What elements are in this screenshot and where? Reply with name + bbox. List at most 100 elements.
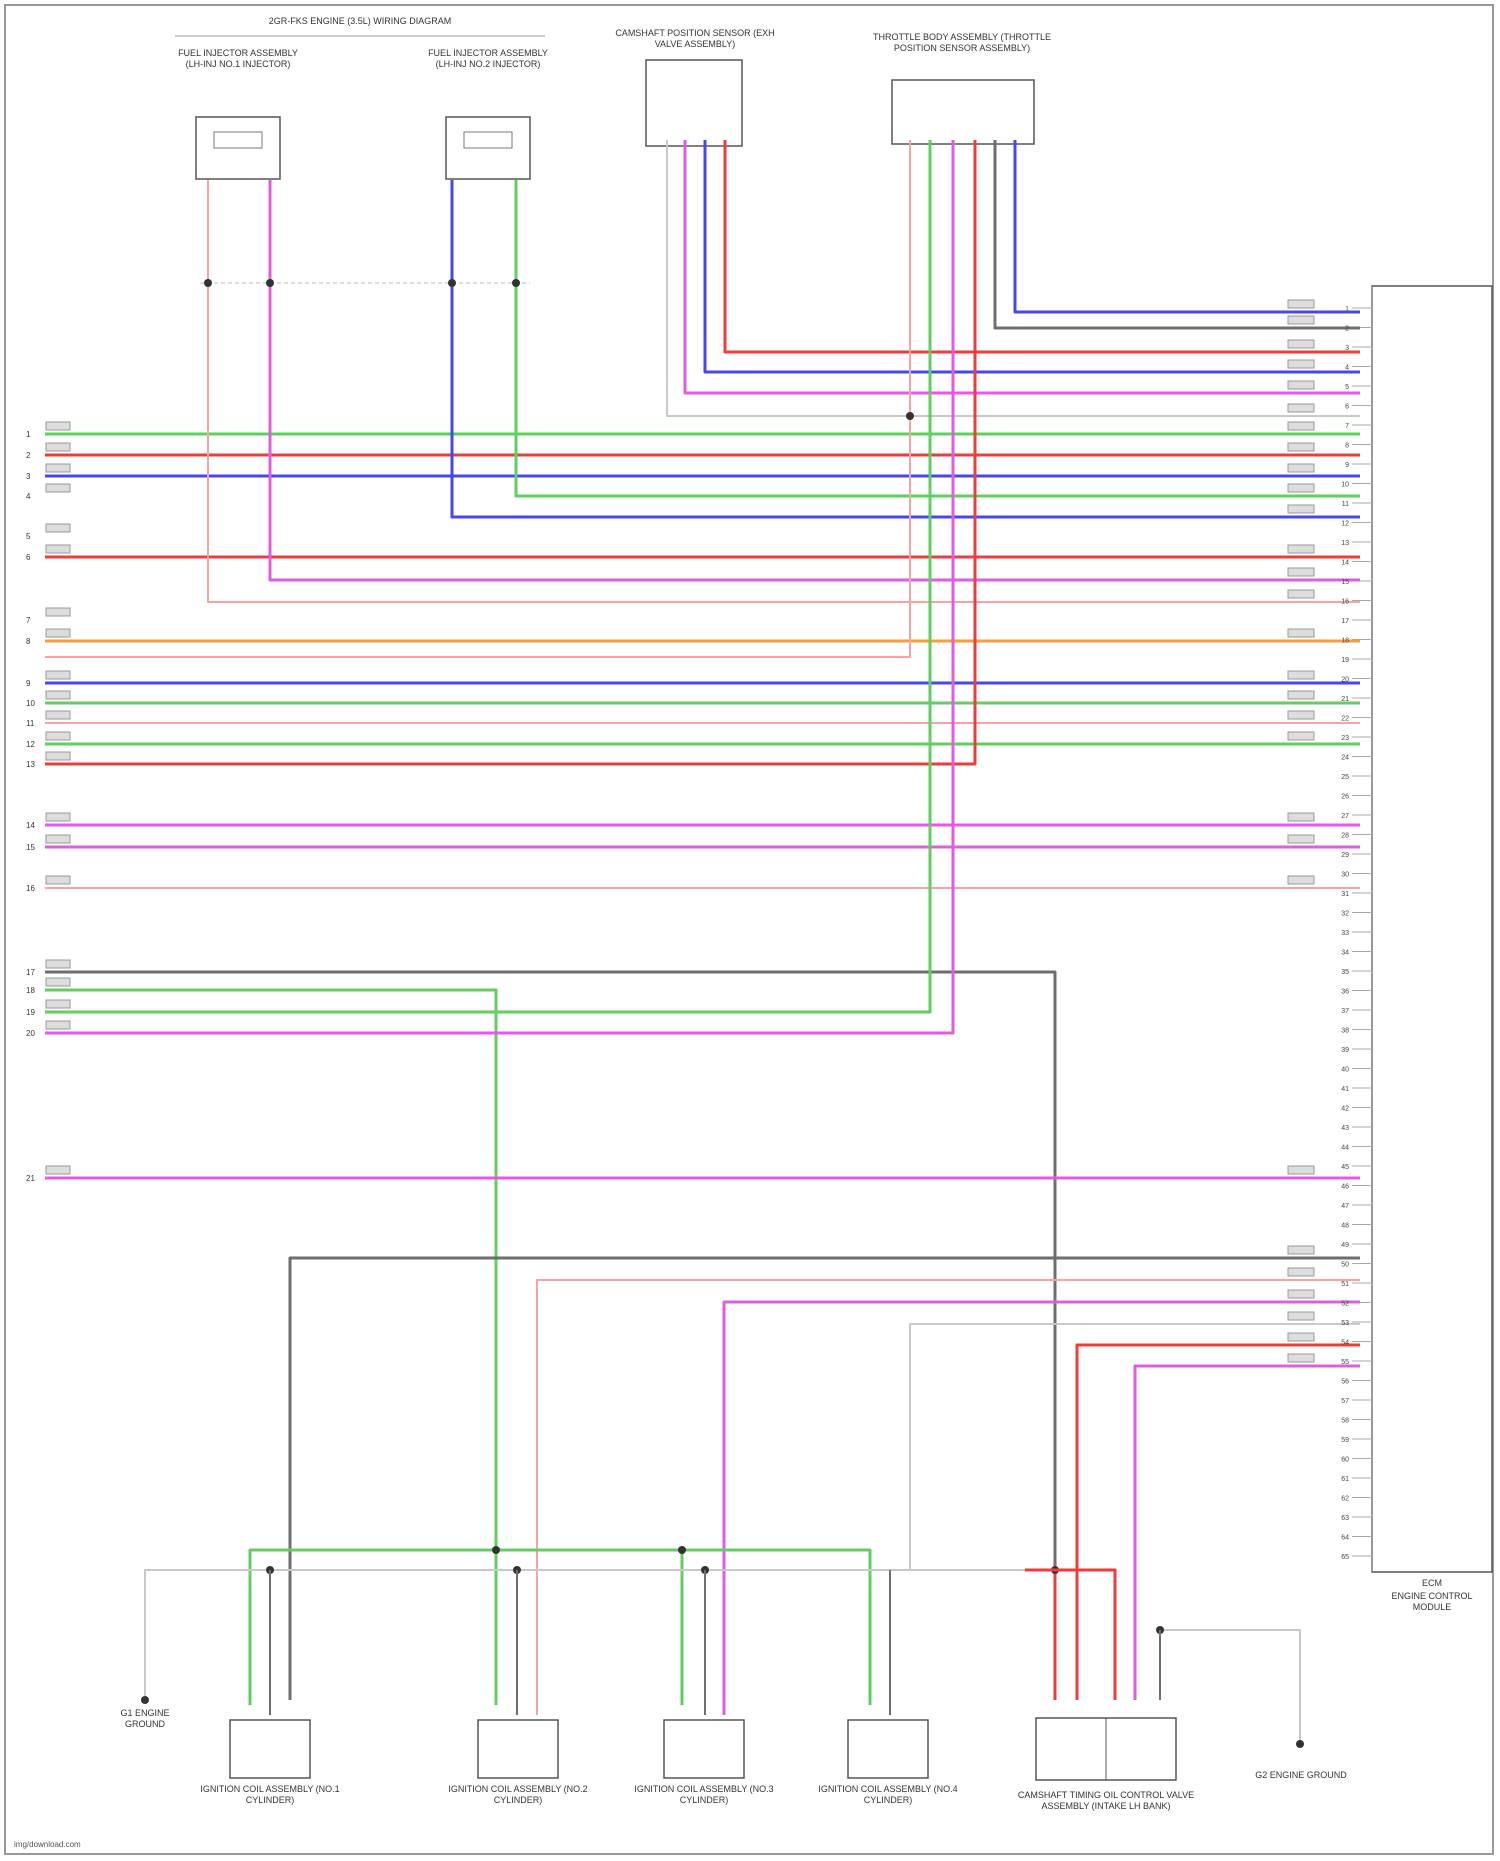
left-pin-number: 15 xyxy=(26,843,35,852)
ecm-pin-number: 23 xyxy=(1341,735,1349,742)
left-pin-number: 14 xyxy=(26,821,35,830)
left-wire-tag xyxy=(46,422,70,430)
splice-green xyxy=(492,1546,500,1554)
ground-symbol-right xyxy=(1296,1740,1304,1748)
ecm-pin-number: 16 xyxy=(1341,599,1349,606)
ecm-pin-number: 1 xyxy=(1345,306,1349,313)
ecm-pin-number: 10 xyxy=(1341,482,1349,489)
ecm-pin-number: 12 xyxy=(1341,521,1349,528)
ecm-pin-number: 15 xyxy=(1341,579,1349,586)
throttle-label: THROTTLE BODY ASSEMBLY (THROTTLE POSITIO… xyxy=(862,32,1062,54)
coil4-box xyxy=(848,1720,928,1778)
left-pin-number: 10 xyxy=(26,699,35,708)
wire-red-vvt xyxy=(1077,1345,1360,1700)
right-wire-tag xyxy=(1288,300,1314,308)
ecm-pin-number: 19 xyxy=(1341,657,1349,664)
left-wire-tag xyxy=(46,960,70,968)
left-wire-tag xyxy=(46,545,70,553)
ecm-pin-number: 58 xyxy=(1341,1418,1349,1425)
left-wire-tag xyxy=(46,711,70,719)
ecm-pin-number: 49 xyxy=(1341,1242,1349,1249)
coil4-label: IGNITION COIL ASSEMBLY (NO.4 CYLINDER) xyxy=(818,1784,958,1806)
wire-blue-inj2 xyxy=(452,180,1360,517)
ecm-pin-number: 43 xyxy=(1341,1125,1349,1132)
left-wire-tag xyxy=(46,1166,70,1174)
ground-right-label: G2 ENGINE GROUND xyxy=(1255,1770,1347,1781)
cam-sensor-box xyxy=(646,60,742,146)
left-pin-number: 21 xyxy=(26,1174,35,1183)
ecm-pin-number: 65 xyxy=(1341,1554,1349,1561)
left-wire-tag xyxy=(46,1021,70,1029)
ecm-pin-number: 50 xyxy=(1341,1262,1349,1269)
ecm-pin-number: 52 xyxy=(1341,1301,1349,1308)
ecm-pin-number: 26 xyxy=(1341,794,1349,801)
right-wire-tag xyxy=(1288,1290,1314,1298)
left-wire-tag xyxy=(46,876,70,884)
ecm-pin-number: 14 xyxy=(1341,560,1349,567)
ecm-pin-number: 17 xyxy=(1341,618,1349,625)
ecm-pin-number: 47 xyxy=(1341,1203,1349,1210)
ecm-pin-number: 18 xyxy=(1341,638,1349,645)
wire-red-13 xyxy=(45,140,975,764)
left-wire-tag xyxy=(46,671,70,679)
right-wire-tag xyxy=(1288,1312,1314,1320)
left-wire-tag xyxy=(46,608,70,616)
splice-green-2 xyxy=(678,1546,686,1554)
left-pin-number: 9 xyxy=(26,679,31,688)
wire-green-inj2 xyxy=(516,180,1360,496)
ecm-pin-number: 5 xyxy=(1345,384,1349,391)
ecm-label: ECM xyxy=(1380,1578,1484,1589)
left-pin-number: 17 xyxy=(26,968,35,977)
ecm-pin-number: 37 xyxy=(1341,1008,1349,1015)
ecm-pin-number: 3 xyxy=(1345,345,1349,352)
ecm-pin-number: 56 xyxy=(1341,1379,1349,1386)
ecm-pin-number: 42 xyxy=(1341,1106,1349,1113)
vvt-label: CAMSHAFT TIMING OIL CONTROL VALVE ASSEMB… xyxy=(1000,1790,1212,1812)
ecm-pin-number: 34 xyxy=(1341,950,1349,957)
ecm-pin-number: 51 xyxy=(1341,1281,1349,1288)
right-wire-tag xyxy=(1288,711,1314,719)
ecm-pin-number: 57 xyxy=(1341,1398,1349,1405)
ecm-pin-number: 29 xyxy=(1341,852,1349,859)
right-wire-tag xyxy=(1288,545,1314,553)
left-pin-number: 11 xyxy=(26,719,35,728)
right-wire-tag xyxy=(1288,732,1314,740)
ecm-pin-number: 28 xyxy=(1341,833,1349,840)
coil1-label: IGNITION COIL ASSEMBLY (NO.1 CYLINDER) xyxy=(200,1784,340,1806)
splice-dot xyxy=(512,279,520,287)
coil1-box xyxy=(230,1720,310,1778)
wire-green-18 xyxy=(45,990,496,1550)
left-pin-number: 19 xyxy=(26,1008,35,1017)
ecm-pin-number: 55 xyxy=(1341,1359,1349,1366)
left-wire-tag xyxy=(46,835,70,843)
left-wire-tag xyxy=(46,1000,70,1008)
ecm-pin-number: 8 xyxy=(1345,443,1349,450)
footer-credit: img/download.com xyxy=(14,1840,81,1849)
right-wire-tag xyxy=(1288,1246,1314,1254)
ground-left-label: G1 ENGINE GROUND xyxy=(100,1708,190,1730)
left-wire-tag xyxy=(46,752,70,760)
wire-blue-throttle xyxy=(1015,140,1360,312)
ecm-pin-number: 60 xyxy=(1341,1457,1349,1464)
right-wire-tag xyxy=(1288,422,1314,430)
ecm-connector xyxy=(1372,286,1492,1572)
right-wire-tag xyxy=(1288,813,1314,821)
ecm-pin-number: 6 xyxy=(1345,404,1349,411)
ecm-pin-number: 39 xyxy=(1341,1047,1349,1054)
left-wire-tag xyxy=(46,732,70,740)
wire-green-19 xyxy=(45,140,930,1012)
splice-dot xyxy=(204,279,212,287)
right-wire-tag xyxy=(1288,629,1314,637)
left-pin-number: 8 xyxy=(26,637,31,646)
ecm-pin-number: 48 xyxy=(1341,1223,1349,1230)
ecm-pin-number: 2 xyxy=(1345,326,1349,333)
left-pin-number: 6 xyxy=(26,553,31,562)
ecm-pin-number: 53 xyxy=(1341,1320,1349,1327)
left-wire-tag xyxy=(46,524,70,532)
ecm-pin-number: 9 xyxy=(1345,462,1349,469)
left-wire-tag xyxy=(46,813,70,821)
left-pin-number: 16 xyxy=(26,884,35,893)
ecm-pin-number: 36 xyxy=(1341,989,1349,996)
